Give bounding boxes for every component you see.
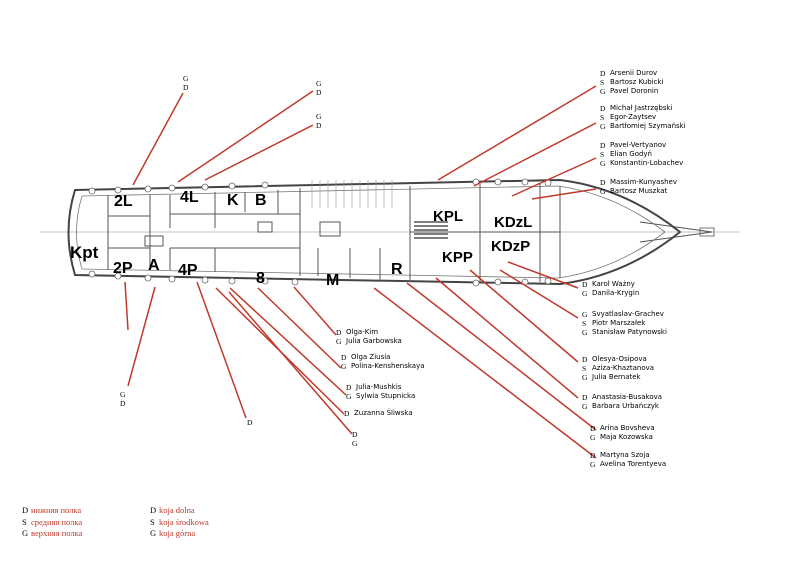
room-a: A (148, 257, 160, 274)
room-2l: 2L (114, 193, 133, 210)
room-4p: 4P (178, 262, 198, 279)
bowsprit-line-lower (639, 231, 713, 243)
room-8: 8 (256, 270, 265, 287)
room-4l: 4L (180, 189, 199, 206)
hull-outline (67, 178, 682, 286)
room-r: R (391, 261, 403, 278)
room-kpl: KPL (433, 208, 463, 225)
portholes (88, 178, 552, 287)
cabin-walls (107, 184, 561, 282)
room-kdzl: KDzL (494, 214, 532, 231)
room-m: M (326, 272, 339, 289)
deck-hatching (311, 180, 393, 208)
bowsprit-tip (699, 227, 715, 237)
room-2p: 2P (113, 260, 133, 277)
room-k: K (227, 192, 239, 209)
hull-inner (76, 185, 666, 279)
room-kdzp: KDzP (491, 238, 530, 255)
room-kpp: KPP (442, 249, 473, 266)
bunk-marker-4p: D (247, 418, 253, 427)
room-kpt: Kpt (70, 243, 99, 262)
bowsprit-line (639, 221, 713, 233)
ladder (414, 221, 448, 239)
room-b: B (255, 192, 267, 209)
leader-lines (124, 85, 597, 459)
